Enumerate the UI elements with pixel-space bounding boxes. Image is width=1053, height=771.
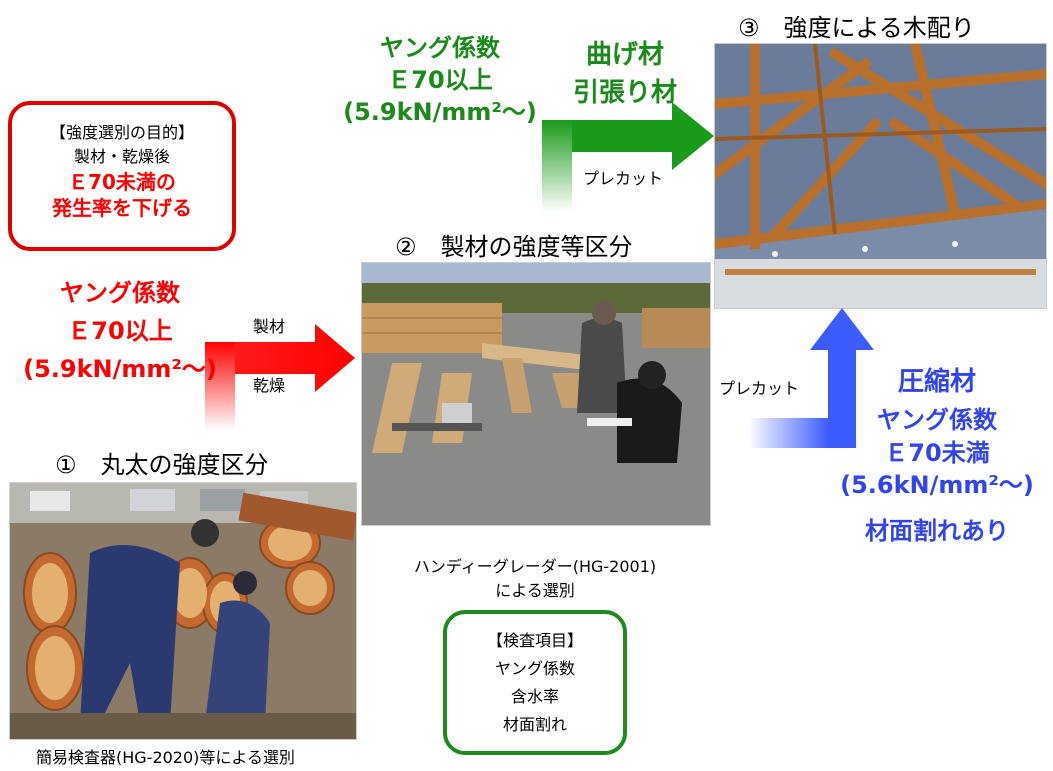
- top-criteria-line3: (5.9kN/mm²〜): [343, 98, 537, 126]
- step2-caption-line2: による選別: [495, 581, 575, 600]
- inspection-item: ヤング係数: [494, 659, 575, 678]
- right-criteria-line1: 圧縮材: [897, 367, 976, 397]
- purpose-line2: Ｅ70未満の: [68, 170, 176, 194]
- blue-arrow: [748, 308, 874, 448]
- left-criteria-line3: (5.9kN/mm²〜): [23, 355, 217, 383]
- left-criteria-line2: Ｅ70以上: [67, 317, 173, 345]
- left-criteria: ヤング係数 Ｅ70以上 (5.9kN/mm²〜): [10, 274, 230, 388]
- roof-structure-photo: [714, 43, 1047, 309]
- step2-caption: ハンディーグレーダー(HG-2001) による選別: [370, 555, 700, 603]
- top-use-line2: 引張り材: [572, 78, 677, 108]
- purpose-line3: 発生率を下げる: [52, 196, 192, 220]
- top-criteria-line1: ヤング係数: [380, 34, 500, 62]
- red-arrow-bottom-label: 乾燥: [253, 376, 286, 395]
- inspection-box: 【検査項目】 ヤング係数 含水率 材面割れ: [443, 610, 627, 755]
- step3-title: ③ 強度による木配り: [738, 14, 975, 42]
- right-criteria-line2: ヤング係数: [877, 406, 997, 434]
- top-criteria: ヤング係数 Ｅ70以上 (5.9kN/mm²〜): [340, 32, 540, 128]
- inspection-item: 材面割れ: [502, 715, 567, 734]
- green-arrow-label: プレカット: [583, 169, 664, 188]
- purpose-line1: 製材・乾燥後: [73, 147, 170, 166]
- top-use-line1: 曲げ材: [585, 40, 664, 70]
- inspection-item: 含水率: [510, 687, 559, 706]
- lumber-grading-photo: [361, 262, 711, 526]
- right-criteria-line4: (5.6kN/mm²〜): [840, 471, 1034, 499]
- step1-title: ① 丸太の強度区分: [55, 451, 269, 479]
- top-use: 曲げ材 引張り材: [555, 36, 695, 112]
- step2-caption-line1: ハンディーグレーダー(HG-2001): [413, 557, 657, 576]
- red-arrow: [205, 324, 355, 430]
- right-criteria-note: 材面割れあり: [865, 517, 1009, 545]
- right-criteria: 圧縮材 ヤング係数 Ｅ70未満 (5.6kN/mm²〜) 材面割れあり: [826, 365, 1048, 547]
- red-arrow-top-label: 製材: [253, 317, 286, 336]
- purpose-heading: 【強度選別の目的】: [49, 123, 194, 142]
- step2-title: ② 製材の強度等区分: [395, 233, 633, 261]
- green-arrow: [542, 102, 714, 212]
- blue-arrow-label: プレカット: [719, 379, 800, 398]
- log-grading-photo: [9, 482, 357, 740]
- inspection-heading: 【検査項目】: [486, 631, 583, 650]
- right-criteria-line3: Ｅ70未満: [884, 439, 990, 467]
- left-criteria-line1: ヤング係数: [60, 279, 180, 307]
- top-criteria-line2: Ｅ70以上: [387, 66, 493, 94]
- purpose-box: 【強度選別の目的】 製材・乾燥後 Ｅ70未満の 発生率を下げる: [8, 101, 236, 251]
- step1-caption: 簡易検査器(HG-2020)等による選別: [36, 748, 295, 767]
